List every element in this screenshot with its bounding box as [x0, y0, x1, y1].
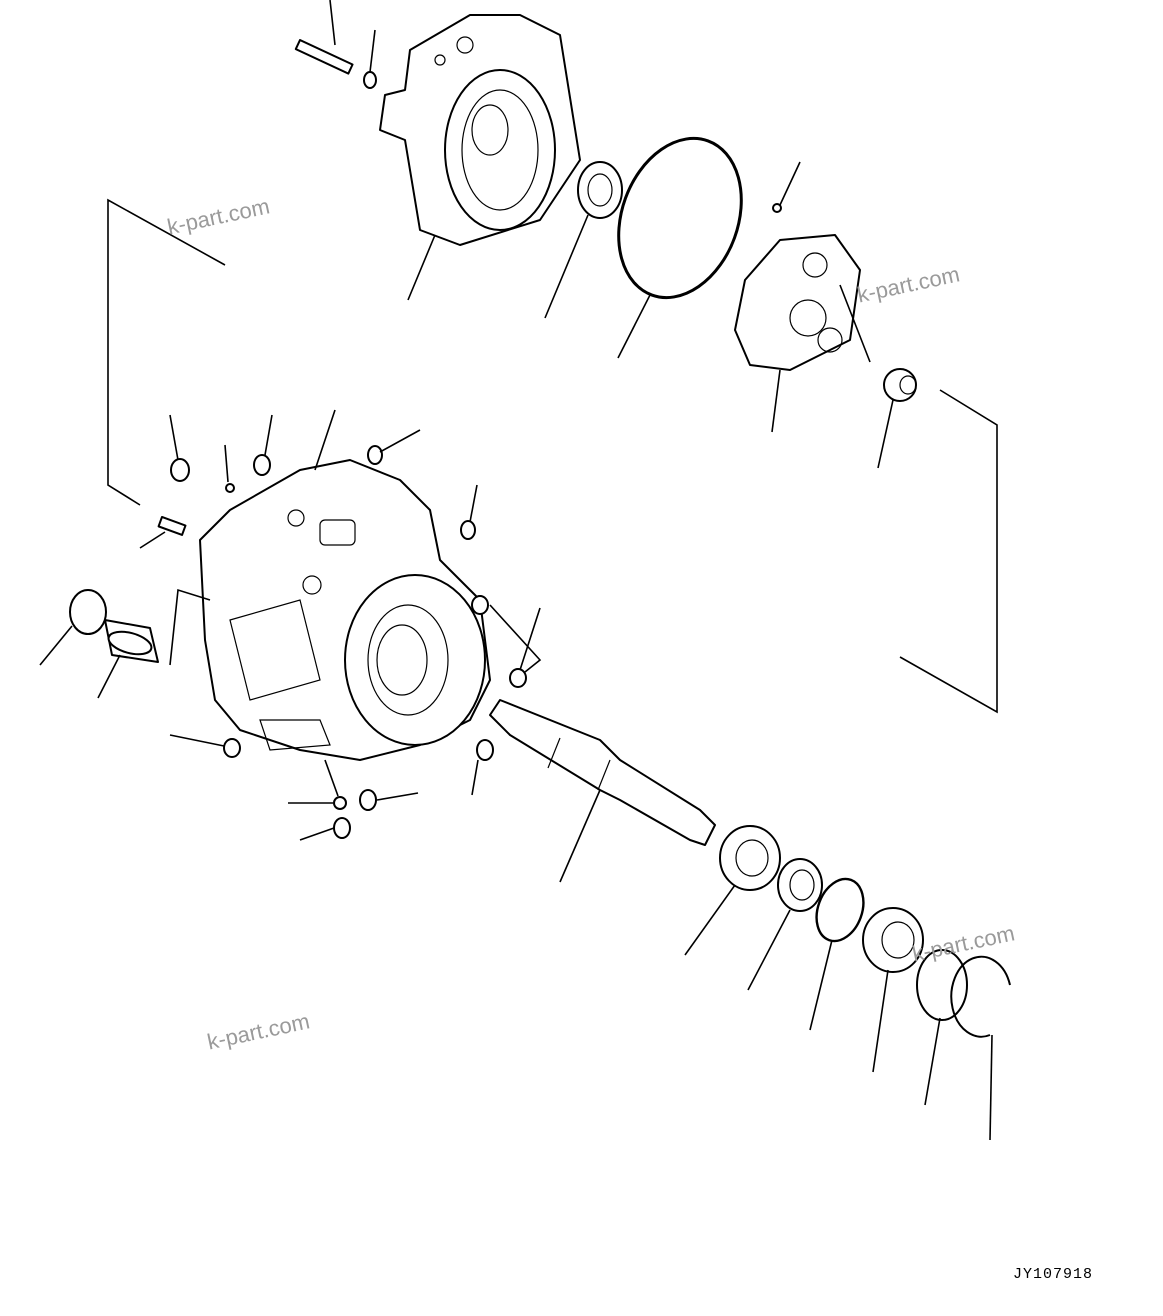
- bearing-lower: [684, 825, 781, 956]
- o-ring-small: [809, 877, 865, 1031]
- end-cover-housing: [379, 14, 581, 246]
- fittings-set: [139, 409, 542, 841]
- bearing-top: [544, 161, 623, 319]
- drive-shaft: [489, 699, 716, 883]
- pump-main-body: [199, 459, 491, 761]
- retaining-ring: [950, 955, 1011, 1141]
- valve-plate: [734, 161, 861, 433]
- oil-seal: [862, 907, 924, 1073]
- collar: [747, 858, 823, 991]
- drawing-code: JY107918: [1012, 1266, 1093, 1283]
- sleeve-left: [39, 588, 211, 699]
- snap-ring: [916, 949, 968, 1106]
- o-ring-large: [617, 136, 743, 359]
- plug-right: [839, 284, 917, 469]
- bolt-top: [294, 0, 377, 89]
